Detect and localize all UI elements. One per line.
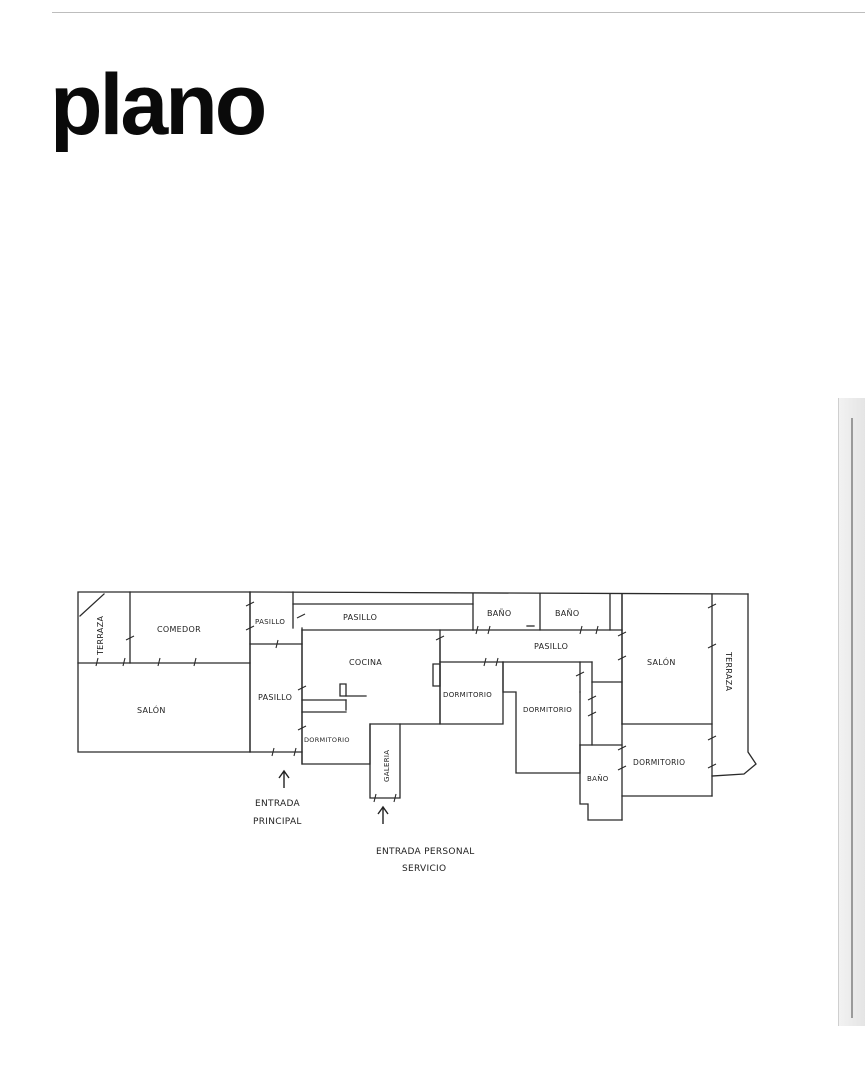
door-tick <box>587 711 597 717</box>
room-label-dormitorio-1: DORMITORIO <box>443 691 492 699</box>
door-tick <box>393 793 397 803</box>
door-tick <box>475 625 479 635</box>
door-tick <box>297 725 307 731</box>
door-tick <box>157 657 161 667</box>
door-tick <box>617 631 627 637</box>
door-tick <box>193 657 197 667</box>
door-tick <box>495 657 499 667</box>
room-label-pasillo-top: PASILLO <box>343 613 377 622</box>
wall-galeria <box>369 723 401 799</box>
wall-cocina-niche <box>432 663 441 687</box>
page-title: plano <box>50 57 267 153</box>
wall-banos <box>472 593 611 631</box>
door-tick <box>579 625 583 635</box>
room-label-pasillo-mid: PASILLO <box>258 693 292 702</box>
door-tick <box>122 657 126 667</box>
room-label-galeria: GALERIA <box>383 750 391 782</box>
room-label-bano-2: BAÑO <box>555 608 579 618</box>
door-tick <box>95 657 99 667</box>
door-tick <box>707 763 717 769</box>
entrance-principal-arrow <box>278 769 290 788</box>
door-tick <box>275 639 279 649</box>
door-tick <box>707 643 717 649</box>
room-label-pasillo-right: PASILLO <box>534 642 568 651</box>
door-tick <box>707 735 717 741</box>
room-label-dormitorio-3: DORMITORIO <box>304 736 350 744</box>
wall-bano-bottom <box>579 744 623 821</box>
wall-terraza-diagonal <box>79 593 105 617</box>
wall-top-outer <box>249 591 749 595</box>
floor-plan-doors <box>95 601 717 803</box>
room-label-salon-left: SALÓN <box>137 704 166 715</box>
scanned-page-edge <box>838 398 865 1026</box>
door-tick <box>373 793 377 803</box>
door-tick <box>595 625 599 635</box>
entrance-servicio-label-1: ENTRADA PERSONAL <box>376 847 475 857</box>
door-tick <box>296 613 306 619</box>
room-label-salon-right: SALÓN <box>647 656 676 667</box>
room-label-pasillo-small: PASILLO <box>255 618 285 626</box>
door-tick <box>617 765 627 771</box>
door-tick <box>617 745 627 751</box>
door-tick <box>125 635 135 641</box>
door-tick <box>435 635 445 641</box>
room-label-bano-3: BAÑO <box>587 774 609 783</box>
door-tick <box>245 601 255 607</box>
door-tick <box>587 695 597 701</box>
door-tick <box>297 685 307 691</box>
entrance-servicio-label-2: SERVICIO <box>402 864 446 874</box>
wall-terraza-right <box>711 593 757 777</box>
door-tick <box>487 625 491 635</box>
wall-dormitorio-mid-2 <box>502 661 581 774</box>
room-label-cocina: COCINA <box>349 658 382 667</box>
door-tick <box>575 671 585 677</box>
door-tick <box>483 657 487 667</box>
wall-cocina-notch <box>339 683 347 697</box>
room-label-terraza-left: TERRAZA <box>96 616 105 656</box>
room-label-bano-1: BAÑO <box>487 608 511 618</box>
room-label-dormitorio-4: DORMITORIO <box>633 758 685 767</box>
room-label-terraza-right: TERRAZA <box>724 651 733 691</box>
room-label-dormitorio-2: DORMITORIO <box>523 706 572 714</box>
wall-dormitorio-mid-1 <box>439 661 504 725</box>
entrance-principal-label-2: PRINCIPAL <box>253 817 302 827</box>
top-rule <box>52 12 865 13</box>
door-tick <box>271 747 275 757</box>
door-tick <box>617 655 627 661</box>
floor-plan-walls <box>77 591 757 821</box>
wall-column-right <box>591 593 623 821</box>
door-tick <box>293 747 297 757</box>
entrance-servicio-arrow <box>377 805 389 824</box>
entrance-principal-label-1: ENTRADA <box>255 799 301 809</box>
door-tick <box>707 603 717 609</box>
floor-plan-labels: TERRAZA COMEDOR PASILLO PASILLO BAÑO BAÑ… <box>96 608 733 783</box>
room-label-comedor: COMEDOR <box>157 625 201 634</box>
floor-plan-entrances: ENTRADA PRINCIPAL ENTRADA PERSONAL SERVI… <box>253 769 475 874</box>
door-tick <box>245 625 255 631</box>
